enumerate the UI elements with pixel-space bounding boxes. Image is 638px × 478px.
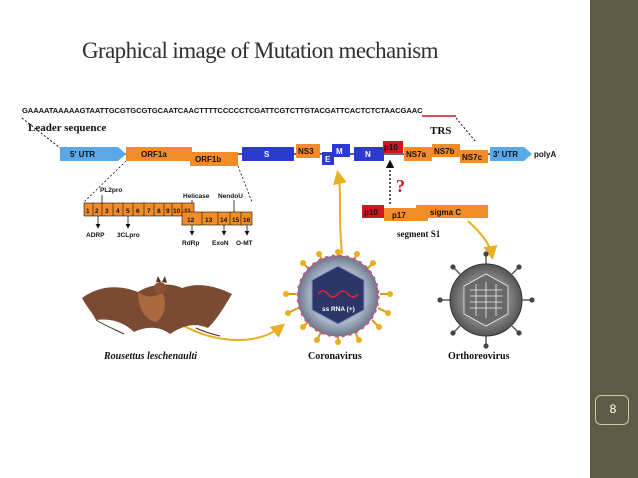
segment-sigma-block [416,205,488,218]
rna-sequence: GAAAATAAAAAGTAATTGCGTGCGTGCAATCAACTTTTCC… [22,106,423,115]
domain-13: 13 [205,217,213,224]
segment-p10-block [362,205,384,218]
ns3-block [296,144,320,158]
corona-to-genome-arrow [333,170,347,255]
utr3-block [490,147,532,161]
segment-sigma-label: sigma C [430,208,461,217]
orf1a-domain-row [83,202,195,217]
domain-10: 10 [173,208,181,215]
leader-dotted-line [21,117,61,149]
segment-p17-label: p17 [392,211,406,220]
ns7b-block [432,144,460,157]
slide-title: Graphical image of Mutation mechanism [82,38,439,63]
domain-15: 15 [232,217,240,224]
domain-4: 4 [116,208,120,215]
s-label: S [264,150,270,159]
ns7a-label: NS7a [406,150,427,159]
bat-caption: Rousettus leschenaulti [103,351,197,362]
segment-to-orthoreo-arrow [467,220,498,260]
n-label: N [365,150,371,159]
page-number: 8 [609,402,617,416]
polya-label: polyA [534,150,556,159]
page-number-badge: 8 [595,395,629,425]
segment-s1-label: segment S1 [397,229,441,239]
ns7b-label: NS7b [434,147,455,156]
orf1b-block [190,152,238,166]
utr3-label: 3' UTR [493,150,518,159]
bat-illustration [82,276,232,337]
adrp-label: ADRP [86,232,105,239]
domain-9: 9 [166,208,170,215]
orthoreovirus-illustration [437,251,535,349]
orf1a-label: ORF1a [141,150,167,159]
omt-label: O-MT [236,240,253,247]
domain-8: 8 [157,208,161,215]
domain-2: 2 [95,208,99,215]
clpro-label: 3CLpro [117,232,140,239]
orf1b-label: ORF1b [195,155,221,164]
utr5-label: 5' UTR [70,150,95,159]
leader-sequence-label: Leader sequence [28,122,106,134]
bat-to-corona-arrow [179,323,286,341]
segment-p10-label: p10 [364,208,378,217]
question-mark: ? [396,176,405,196]
ns7c-label: NS7c [462,153,483,162]
p10-genome-block [383,141,403,153]
virus-rna-label: ss RNA (+) [322,306,355,313]
ns3-label: NS3 [298,147,314,156]
n-block [354,147,384,161]
domain-12: 12 [187,217,195,224]
mutation-diagram: GAAAATAAAAAGTAATTGCGTGCGTGCAATCAACTTTTCC… [20,104,576,366]
orf1b-fan-right [237,165,253,203]
domain-1: 1 [86,208,90,215]
domain-5: 5 [126,208,130,215]
orthoreovirus-caption: Orthoreovirus [448,351,510,362]
coronavirus-illustration [283,249,393,345]
domain-14: 14 [220,217,228,224]
utr5-block [60,147,126,161]
domain-6: 6 [136,208,140,215]
nendou-label: NendoU [218,193,243,200]
e-label: E [325,155,331,164]
trs-label: TRS [430,125,451,137]
domain-11: 11 [184,208,191,215]
orf1a-fan-left [83,160,127,203]
trs-dotted-line [455,117,477,143]
coronavirus-caption: Coronavirus [308,351,362,362]
rdrp-label: RdRp [182,240,199,247]
domain-16: 16 [243,217,251,224]
pl2pro-label: PL2pro [100,187,122,194]
helicase-label: Helicase [183,193,210,200]
s-block [242,147,294,161]
orf1a-block [126,147,192,161]
ns7c-block [460,150,488,163]
e-block [322,152,334,165]
m-block [332,144,350,157]
m-label: M [336,147,343,156]
orf1b-domain-row [181,211,253,226]
exon-label: ExoN [212,240,229,247]
domain-7: 7 [147,208,151,215]
p10-genome-label: p10 [384,143,398,152]
ns7a-block [404,147,432,161]
domain-3: 3 [105,208,109,215]
